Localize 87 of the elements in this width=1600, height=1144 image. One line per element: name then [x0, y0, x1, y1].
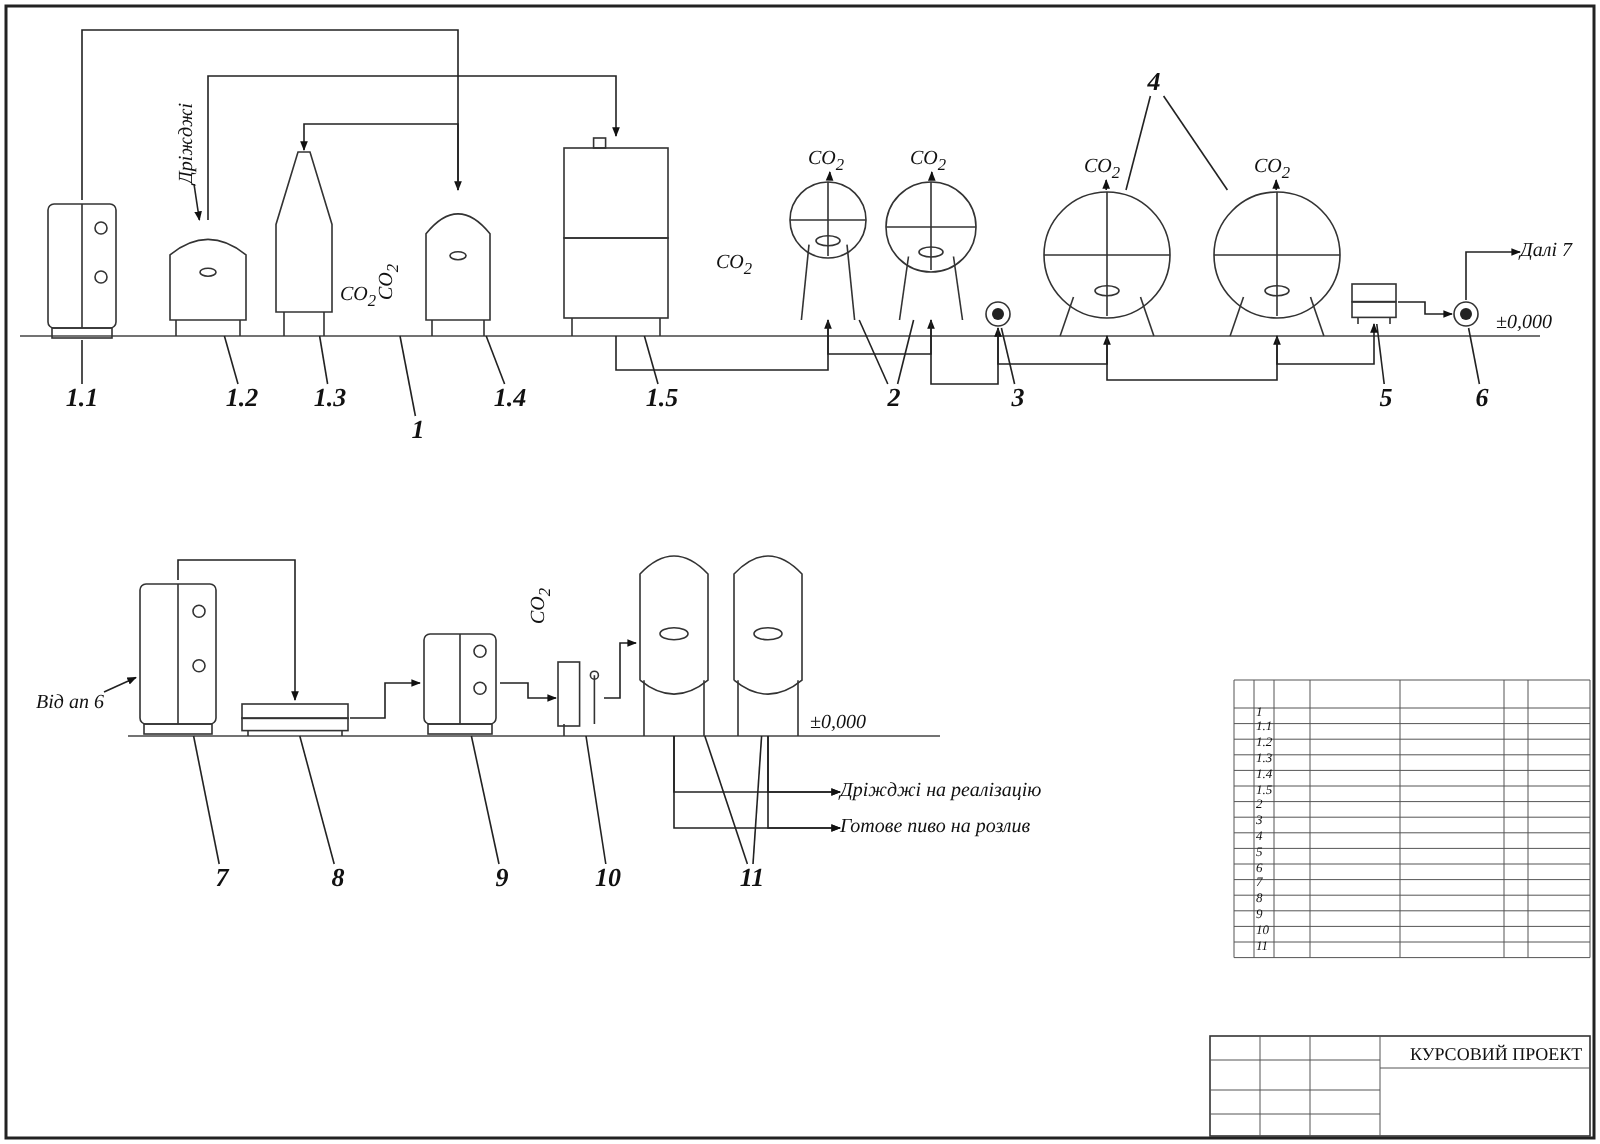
pipe-arrow: [1272, 179, 1281, 191]
horizontal-tank-drawing: [1040, 190, 1174, 336]
callout-number: 1.2: [220, 384, 264, 412]
flow-label: Дріжджі на реалізацію: [840, 780, 1064, 804]
leader-line: [858, 319, 889, 385]
callout-number: 6: [1468, 384, 1496, 412]
pipe-arrow: [1276, 323, 1378, 365]
pipe-arrow: [1397, 301, 1453, 318]
pipe-arrow: [927, 171, 936, 181]
leader-line: [896, 319, 915, 385]
conical-tank-drawing: [272, 150, 336, 336]
callout-number: 3: [1004, 384, 1032, 412]
tank-drawing: [560, 136, 672, 336]
leader-line: [704, 735, 749, 865]
flow-label: CO$_{2}$: [910, 148, 954, 172]
leader-line: [299, 735, 335, 865]
flow-label: CO$_{2}$: [1254, 156, 1298, 180]
gas-label: CO$_{2}$: [716, 252, 753, 282]
pipe-arrow: [103, 676, 137, 693]
leader-line: [399, 335, 417, 417]
pump-drawing: [984, 300, 1012, 328]
pipe-arrow: [499, 682, 557, 702]
horizontal-tank-drawing: [1210, 190, 1344, 336]
project-title: КУРСОВИЙ ПРОЕКТ: [1410, 1042, 1583, 1066]
leader-line: [643, 335, 659, 385]
callout-number: 1.5: [640, 384, 684, 412]
apparatus-drawing: [136, 580, 220, 736]
callout-number: 4: [1140, 68, 1168, 96]
filter-drawing: [240, 700, 350, 736]
horizontal-tank-drawing: [886, 180, 976, 320]
elevation-mark: ±0,000: [1496, 312, 1552, 336]
pipe-arrow: [930, 319, 1002, 385]
pipe-arrow: [177, 559, 299, 701]
pipe-arrow: [207, 75, 620, 221]
pipe-arrow: [81, 29, 462, 201]
gas-label: CO$_{2}$: [340, 284, 377, 314]
leader-line: [192, 735, 220, 865]
leader-line: [485, 335, 506, 385]
pipe-arrow: [827, 319, 935, 355]
leader-line: [470, 735, 500, 865]
pipe-arrow: [615, 319, 832, 371]
leader-line: [1376, 323, 1385, 385]
callout-number: 1.3: [308, 384, 352, 412]
vertical-tank-drawing: [636, 550, 712, 736]
leader-line: [1125, 95, 1152, 191]
flow-label: Готове пиво на розлив: [840, 816, 1056, 840]
flow-label: Від ап 6: [36, 692, 120, 716]
leader-line: [318, 335, 329, 385]
callout-number: 10: [588, 864, 628, 892]
leader-line: [223, 335, 239, 385]
pipe-arrow: [349, 679, 421, 719]
pipe-arrow: [825, 171, 834, 181]
flow-label: CO$_{2}$: [1084, 156, 1128, 180]
leader-line: [1000, 327, 1016, 385]
leader-line: [81, 339, 83, 385]
pipe-arrow: [1102, 179, 1111, 191]
leader-line: [1467, 327, 1481, 385]
callout-number: 8: [324, 864, 352, 892]
callout-number: 1.4: [488, 384, 532, 412]
apparatus-drawing: [420, 630, 500, 736]
leader-line: [585, 735, 607, 865]
callout-number: 9: [488, 864, 516, 892]
horizontal-tank-drawing: [790, 180, 866, 320]
vertical-tank-drawing: [730, 550, 806, 736]
flow-label: Далі 7: [1520, 240, 1588, 264]
pipe-arrow: [603, 639, 637, 699]
inflow-label: Дріжджі: [176, 104, 200, 184]
callout-number: 1: [404, 416, 432, 444]
pipe-arrow: [193, 183, 202, 221]
leader-line: [1162, 95, 1229, 191]
callout-number: 2: [880, 384, 908, 412]
callout-number: 7: [208, 864, 236, 892]
pipe-arrow: [767, 735, 841, 832]
pipe-arrow: [997, 327, 1111, 365]
pipe-arrow: [1106, 335, 1281, 381]
callout-number: 5: [1372, 384, 1400, 412]
callout-number: 11: [732, 864, 772, 892]
pipe-arrow: [300, 123, 459, 191]
carbonator-drawing: [556, 660, 604, 736]
pipe-arrow: [1465, 248, 1521, 301]
apparatus-drawing: [44, 200, 120, 340]
pump-drawing: [1452, 300, 1480, 328]
leader-line: [752, 735, 763, 865]
callout-number: 1.1: [60, 384, 104, 412]
filter-drawing: [1350, 280, 1398, 324]
flow-label: CO$_{2}$: [808, 148, 852, 172]
elevation-mark: ±0,000: [810, 712, 866, 736]
